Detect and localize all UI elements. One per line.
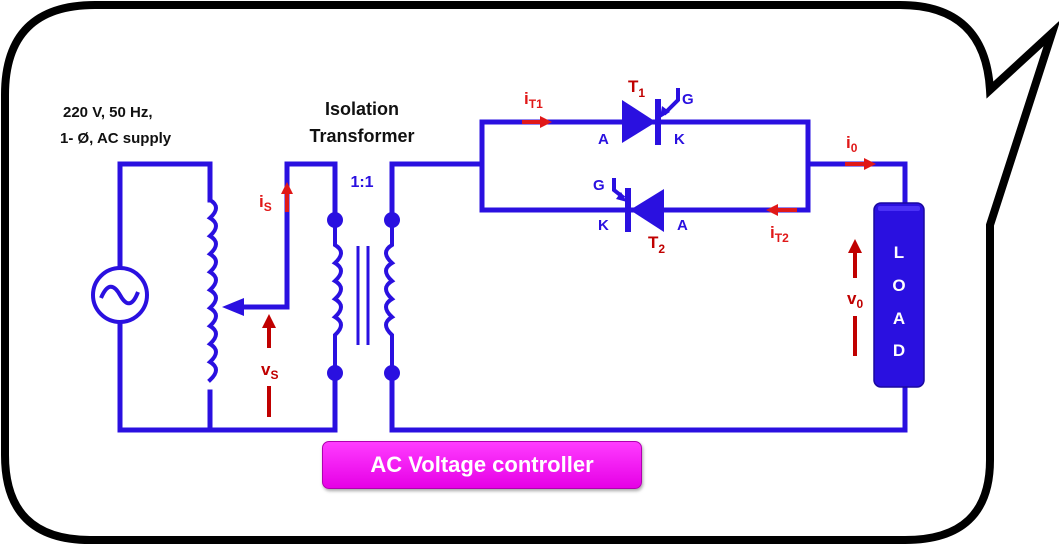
t2-cathode-label: K xyxy=(598,217,609,234)
transformer-primary-coil-icon xyxy=(327,212,343,381)
t1-anode-label: A xyxy=(598,131,609,148)
t2-gate-label: G xyxy=(593,177,605,194)
transformer-core-icon xyxy=(356,246,370,345)
load-letter: A xyxy=(893,309,905,328)
autotransformer-coil-icon xyxy=(206,161,338,433)
load-letter: L xyxy=(894,243,904,262)
thyristor-pair xyxy=(477,119,908,213)
t1-gate-label: G xyxy=(682,91,694,108)
thyristor-t1-icon xyxy=(622,88,680,145)
i0-label: i0 xyxy=(846,133,858,155)
supply-phase-label: 1- Ø, AC supply xyxy=(60,130,172,147)
load-box: L O A D xyxy=(873,202,925,388)
transformer-secondary-coil-icon xyxy=(384,161,908,433)
current-arrow-it1-icon xyxy=(522,116,552,128)
caption-text: AC Voltage controller xyxy=(370,452,594,477)
vs-label: vS xyxy=(261,360,278,382)
load-letter: O xyxy=(892,276,905,295)
caption-badge: AC Voltage controller xyxy=(322,441,642,489)
it2-label: iT2 xyxy=(770,223,789,245)
voltage-arrow-v0-icon xyxy=(848,239,862,356)
it1-label: iT1 xyxy=(524,89,543,111)
t2-anode-label: A xyxy=(677,217,688,234)
v0-label: v0 xyxy=(847,289,863,311)
transformer-title-line2: Transformer xyxy=(309,126,414,146)
t2-label: T2 xyxy=(648,233,665,256)
thyristor-t2-icon xyxy=(612,178,664,232)
supply-rating-label: 220 V, 50 Hz, xyxy=(63,104,153,121)
current-arrow-it2-icon xyxy=(766,204,797,216)
current-arrow-i0-icon xyxy=(845,158,876,170)
is-label: iS xyxy=(259,192,272,214)
voltage-arrow-vs-icon xyxy=(262,314,276,417)
t1-label: T1 xyxy=(628,77,645,100)
current-arrow-is-icon xyxy=(281,182,293,212)
transformer-title-line1: Isolation xyxy=(325,99,399,119)
load-letter: D xyxy=(893,341,905,360)
transformer-ratio: 1:1 xyxy=(350,174,373,191)
t1-cathode-label: K xyxy=(674,131,685,148)
